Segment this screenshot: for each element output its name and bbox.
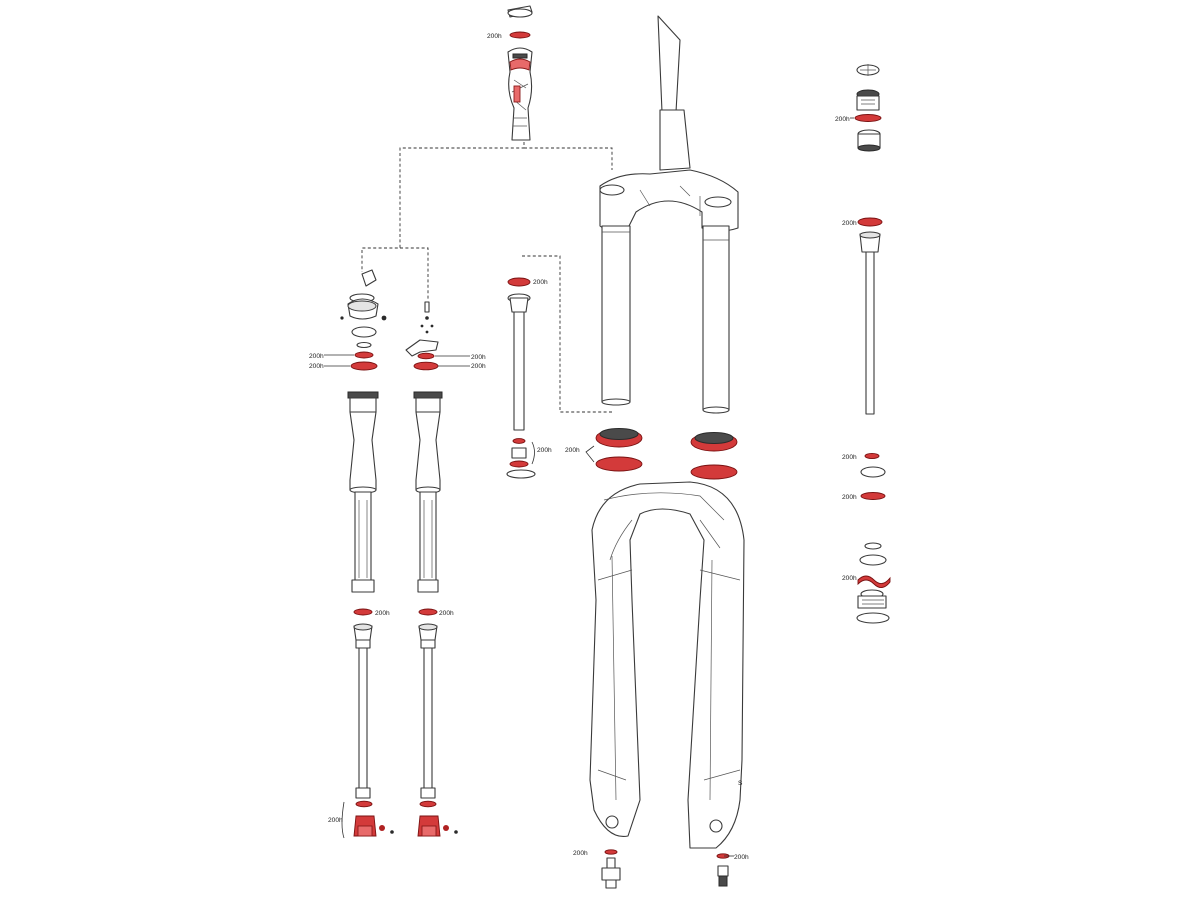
seal-ring	[509, 31, 531, 39]
grease-label: 200h	[309, 353, 324, 360]
wiper-seal-left	[595, 428, 643, 472]
crown-steerer-assembly	[599, 15, 739, 414]
lower-legs	[589, 481, 745, 849]
grease-label: 200h	[375, 610, 390, 617]
shaft-assembly	[506, 277, 536, 479]
grease-label: 200h	[439, 610, 454, 617]
grease-label: 200h	[487, 33, 502, 40]
foam-ring	[690, 464, 738, 480]
seal-ring	[604, 849, 618, 855]
callout-lines	[324, 117, 854, 857]
seal-ring	[354, 351, 374, 359]
right-topcap-stack	[854, 64, 882, 152]
seal-ring	[864, 452, 880, 460]
seal-ring	[418, 608, 438, 616]
seal-ring	[355, 800, 373, 808]
grease-label: 200h	[471, 363, 486, 370]
seal-ring	[413, 361, 439, 371]
seal-ring	[860, 492, 886, 500]
seal-ring	[857, 217, 883, 227]
seal-ring	[507, 277, 531, 287]
grease-label: 200h	[309, 363, 324, 370]
grease-label: 200h	[471, 354, 486, 361]
grease-label: 200h	[842, 494, 857, 501]
grease-label: 200h	[842, 575, 857, 582]
grease-label: 200h	[835, 116, 850, 123]
seal-ring	[512, 438, 526, 444]
grease-label: 200h	[573, 850, 588, 857]
part-mark: S	[738, 780, 743, 787]
wave-spring	[857, 575, 891, 588]
damper-topcap-group	[405, 301, 439, 371]
air-spring-assembly	[347, 391, 394, 837]
grease-label: 200h	[537, 447, 552, 454]
damper-assembly	[413, 391, 458, 837]
grease-labels: 200h 200h 200h 200h 200h 200h 200h 200h …	[309, 33, 857, 861]
seal-ring	[350, 361, 378, 371]
seal-ring	[419, 800, 437, 808]
wiper-seal-right	[690, 432, 738, 480]
seal-ring	[509, 460, 529, 468]
right-lower-stack	[856, 542, 891, 624]
right-spring-shaft	[857, 217, 883, 415]
seal-ring	[854, 114, 882, 122]
bottom-bolt-right	[716, 853, 730, 887]
seal-ring	[417, 352, 435, 360]
grease-label: 200h	[842, 220, 857, 227]
bottom-bolt-left	[601, 849, 621, 889]
air-spring-topcap-group	[340, 269, 387, 371]
damper-top-assembly	[507, 5, 533, 141]
seal-ring	[353, 608, 373, 616]
grease-label: 200h	[565, 447, 580, 454]
grease-label: 200h	[328, 817, 343, 824]
foam-ring	[595, 456, 643, 472]
right-seal-stack	[860, 452, 886, 500]
grease-label: 200h	[734, 854, 749, 861]
grease-label: 200h	[842, 454, 857, 461]
grease-label: 200h	[533, 279, 548, 286]
leader-lines	[361, 142, 613, 413]
